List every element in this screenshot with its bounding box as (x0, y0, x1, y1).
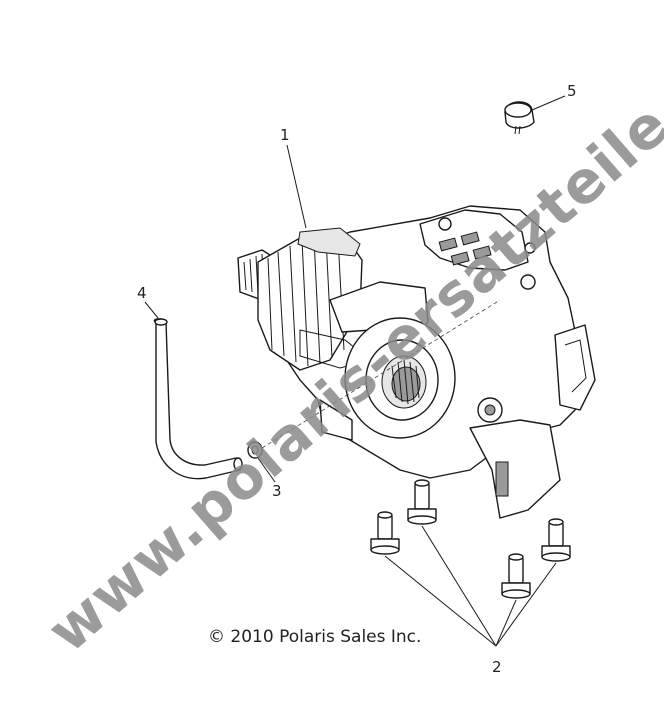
callout-5: 5 (567, 82, 577, 100)
axis-line (261, 299, 501, 449)
gearcase-assembly[interactable] (237, 205, 596, 519)
vent-hose[interactable] (153, 318, 243, 480)
callout-2: 2 (492, 658, 502, 676)
callout-4: 4 (137, 284, 147, 302)
callout-1: 1 (280, 126, 290, 144)
bolt-3[interactable] (541, 518, 571, 562)
bolt-4[interactable] (501, 553, 531, 599)
callout-3: 3 (272, 482, 282, 500)
cap[interactable] (504, 101, 535, 135)
copyright-notice: © 2010 Polaris Sales Inc. (208, 627, 421, 647)
vent-fitting[interactable] (247, 441, 263, 459)
bolt-1[interactable] (407, 479, 437, 525)
leader-lines (144, 95, 566, 647)
bolt-2[interactable] (370, 511, 400, 555)
